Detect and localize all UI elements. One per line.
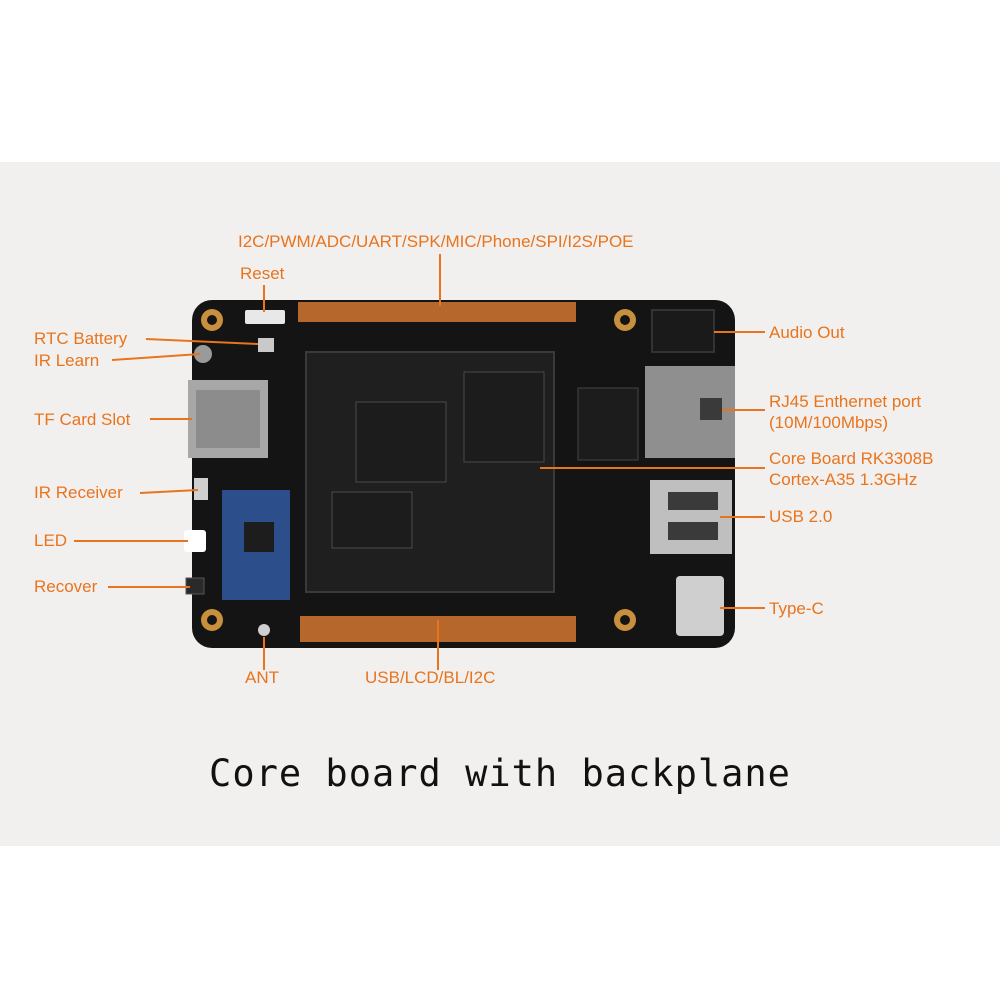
- label-reset: Reset: [240, 264, 285, 283]
- ethernet-chip: [577, 387, 639, 461]
- ram-chip: [331, 491, 413, 549]
- usb-port-part: [650, 480, 732, 554]
- flash-chip: [463, 371, 545, 463]
- label-core-board-line2: Cortex-A35 1.3GHz: [769, 470, 918, 489]
- label-ir-receiver: IR Receiver: [34, 483, 123, 502]
- label-usb20: USB 2.0: [769, 507, 833, 526]
- label-bottom-header: USB/LCD/BL/I2C: [365, 668, 496, 687]
- label-rj45-line1: RJ45 Enthernet port: [769, 392, 922, 411]
- top-pin-header: [298, 302, 576, 322]
- ir-learn-part: [194, 345, 212, 363]
- label-led: LED: [34, 531, 68, 550]
- soc-chip: [355, 401, 447, 483]
- label-audio-out: Audio Out: [769, 323, 845, 342]
- caption: Core board with backplane: [209, 752, 791, 795]
- led-part: [184, 530, 206, 552]
- label-tf-card-slot: TF Card Slot: [34, 410, 131, 429]
- reset-button-part: [245, 310, 285, 324]
- label-rtc-battery: RTC Battery: [34, 329, 128, 348]
- typec-part: [676, 576, 724, 636]
- label-top-header: I2C/PWM/ADC/UART/SPK/MIC/Phone/SPI/I2S/P…: [238, 232, 634, 251]
- label-core-board-line1: Core Board RK3308B: [769, 449, 934, 468]
- label-ir-learn: IR Learn: [34, 351, 100, 370]
- leader-lines: [74, 254, 765, 670]
- ir-receiver-part: [194, 478, 208, 500]
- audio-jack: [651, 309, 715, 353]
- ant-connector: [258, 624, 270, 636]
- rtc-battery-part: [258, 338, 274, 352]
- label-ant: ANT: [245, 668, 279, 687]
- label-recover: Recover: [34, 577, 98, 596]
- label-typec: Type-C: [769, 599, 824, 618]
- label-rj45-line2: (10M/100Mbps): [769, 413, 889, 432]
